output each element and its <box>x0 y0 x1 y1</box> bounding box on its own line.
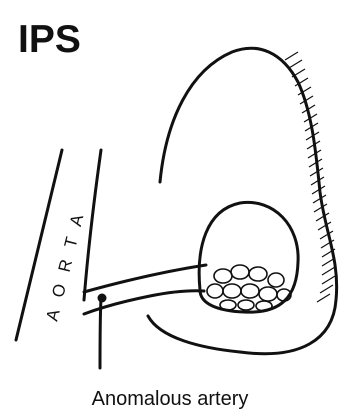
diagram-title: IPS <box>18 18 81 61</box>
pleural-hatching <box>285 52 335 302</box>
anomalous-artery-upper-wall <box>84 265 206 292</box>
aorta-label: AORTA <box>42 200 90 323</box>
caption-leader <box>98 294 107 369</box>
anomalous-artery-caption: Anomalous artery <box>92 388 249 410</box>
sequestration-outline <box>199 202 298 312</box>
lung-outline <box>148 48 337 353</box>
aorta-right-wall <box>84 150 101 300</box>
